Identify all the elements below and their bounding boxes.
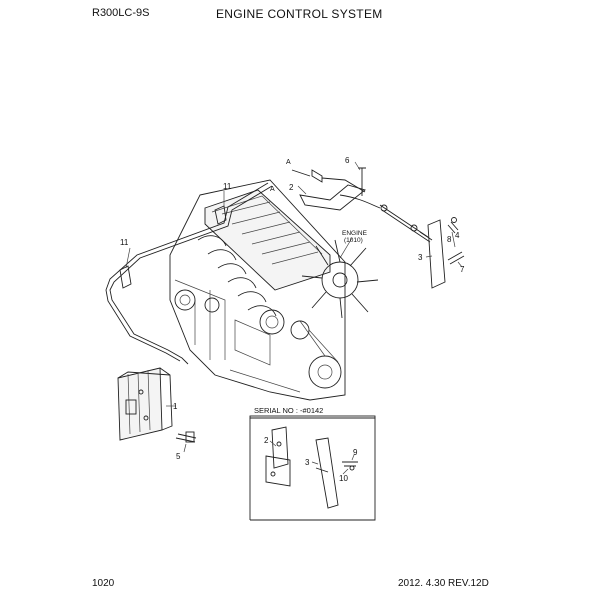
callouts: 1 2 3 4 5 6 7 8 11 11 A A ENGINE (1010)	[120, 156, 465, 461]
callout-8: 8	[447, 235, 452, 244]
throttle-cable	[291, 167, 465, 289]
callout-7: 7	[460, 265, 465, 274]
callout-2: 2	[289, 183, 294, 192]
inset-callout-3: 3	[305, 458, 310, 467]
inset-callout-2: 2	[264, 436, 269, 445]
engine-label: ENGINE	[342, 230, 368, 237]
callout-6: 6	[345, 156, 350, 165]
callout-4: 4	[455, 231, 460, 240]
callout-5: 5	[176, 452, 181, 461]
hose-end-marker-a: A	[270, 186, 275, 193]
controller-box	[117, 367, 197, 443]
engine-block	[169, 179, 379, 401]
hose-route	[105, 182, 273, 365]
inset-callout-9: 9	[353, 448, 358, 457]
cable-end-marker-a: A	[286, 159, 291, 166]
model-number: R300LC-9S	[92, 7, 150, 19]
engine-ref-label: (1010)	[344, 237, 363, 244]
callout-1: 1	[173, 402, 178, 411]
serial-inset: SERIAL NO : -#0142 2 3 9 10	[249, 406, 376, 521]
page-number: 1020	[92, 578, 115, 589]
callout-11-top: 11	[223, 182, 232, 191]
leader-lines	[125, 161, 463, 453]
serial-number-label: SERIAL NO : -#0142	[254, 406, 323, 415]
revision-date: 2012. 4.30 REV.12D	[398, 578, 489, 589]
inset-callout-10: 10	[339, 474, 348, 483]
callout-3: 3	[418, 253, 423, 262]
callout-11-left: 11	[120, 238, 129, 247]
page-title: ENGINE CONTROL SYSTEM	[216, 7, 383, 21]
